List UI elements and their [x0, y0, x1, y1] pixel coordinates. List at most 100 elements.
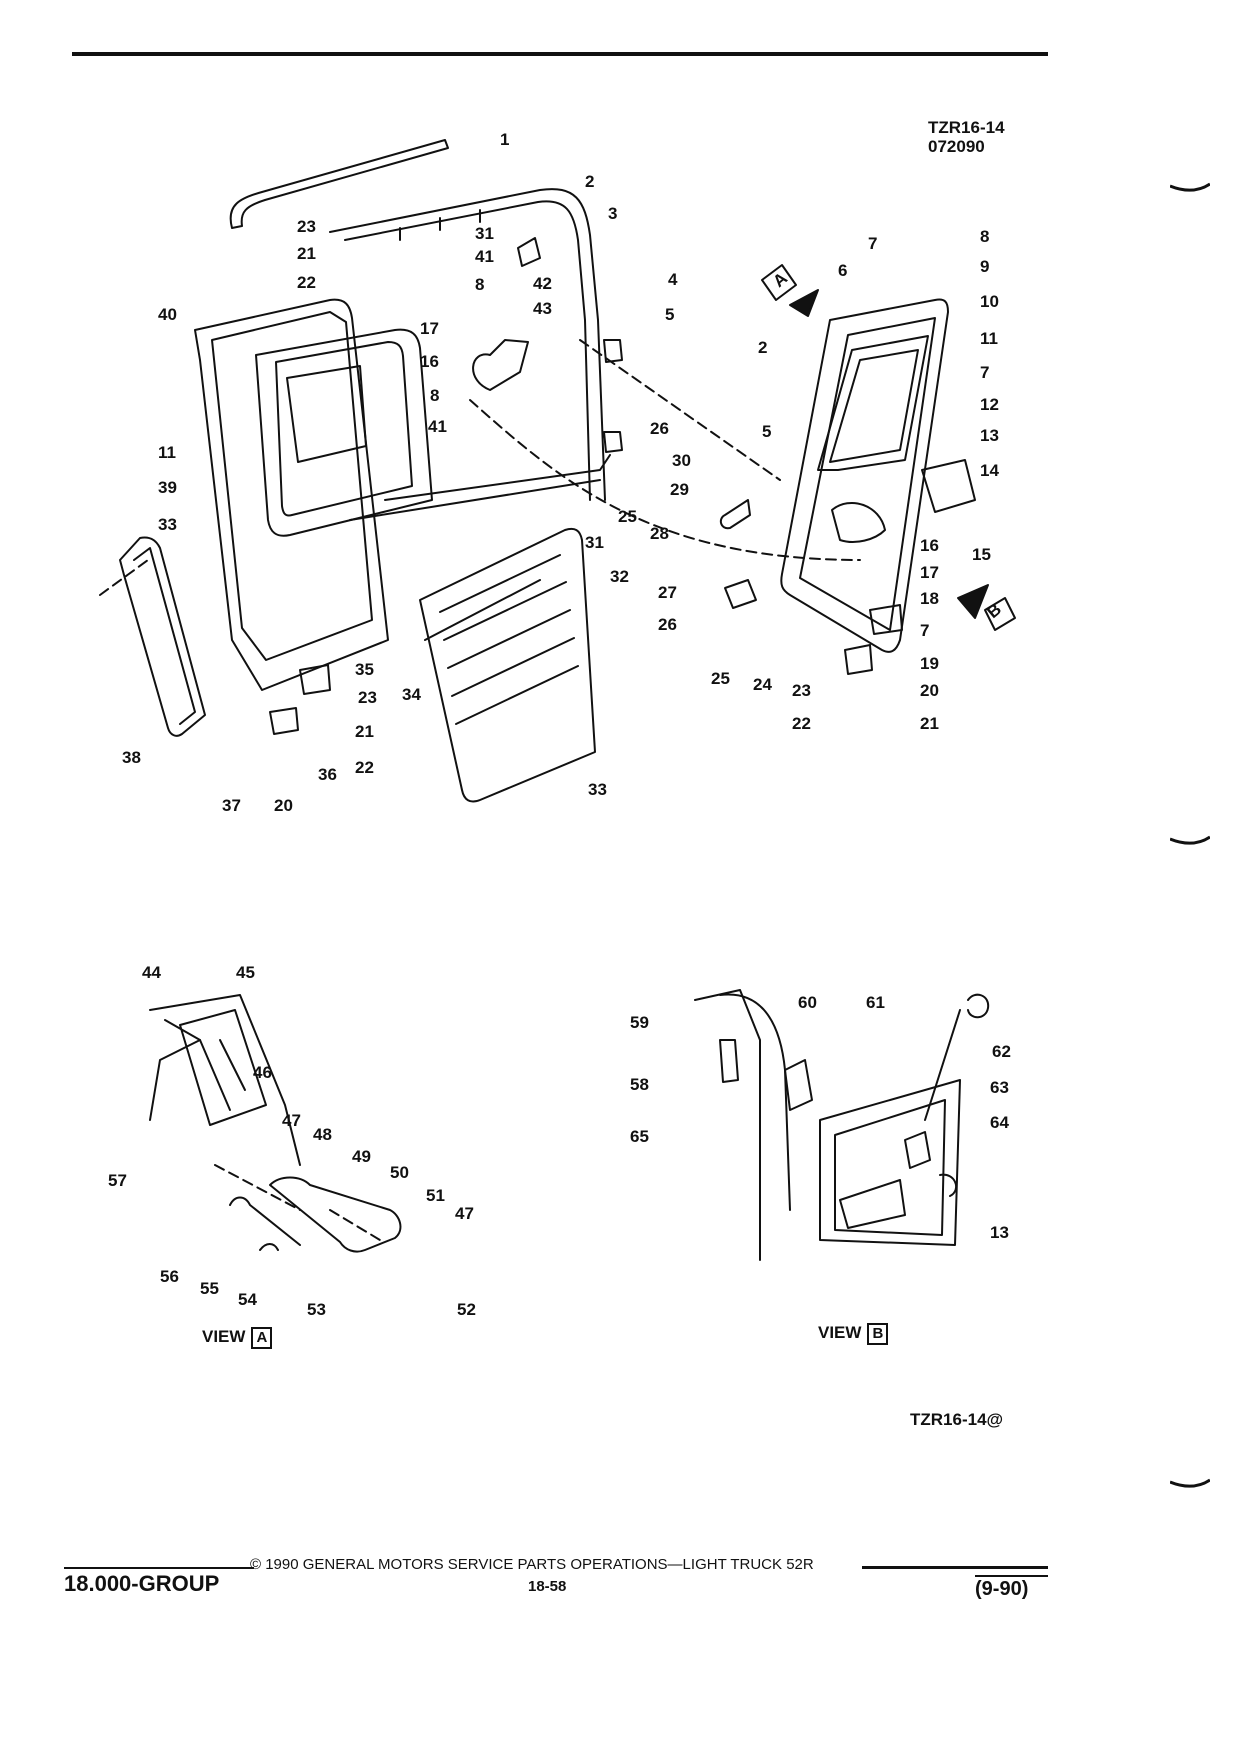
callout-17: 17	[920, 563, 939, 582]
callout-22: 22	[792, 714, 811, 733]
callout-65: 65	[630, 1127, 649, 1146]
callout-54: 54	[238, 1290, 257, 1309]
callout-47: 47	[282, 1111, 301, 1130]
callout-10: 10	[980, 292, 999, 311]
callout-43: 43	[533, 299, 552, 318]
callout-59: 59	[630, 1013, 649, 1032]
callout-28: 28	[650, 524, 669, 543]
callout-40: 40	[158, 305, 177, 324]
callout-42: 42	[533, 274, 552, 293]
binder-mark-1	[1169, 182, 1211, 196]
top-rule	[72, 52, 1048, 56]
diagram-date-code: 072090	[928, 137, 985, 156]
callout-23b: 23	[358, 688, 377, 707]
callout-56: 56	[160, 1267, 179, 1286]
callout-31b: 31	[475, 224, 494, 243]
callout-41b: 41	[428, 417, 447, 436]
van-body-linework	[99, 139, 1016, 1261]
footer-page-number: 18-58	[528, 1578, 567, 1595]
callout-49: 49	[352, 1147, 371, 1166]
callout-21: 21	[920, 714, 939, 733]
callout-22c: 22	[297, 273, 316, 292]
callout-16b: 16	[420, 352, 439, 371]
callout-41: 41	[475, 247, 494, 266]
diagram-code: TZR16-14	[928, 118, 1005, 137]
callout-47b: 47	[455, 1204, 474, 1223]
callout-20b: 20	[274, 796, 293, 815]
callout-8c: 8	[430, 386, 439, 405]
callout-30: 30	[672, 451, 691, 470]
callout-16: 16	[920, 536, 939, 555]
callout-17b: 17	[420, 319, 439, 338]
callout-7: 7	[868, 234, 877, 253]
callout-35: 35	[355, 660, 374, 679]
callout-45: 45	[236, 963, 255, 982]
callout-32: 32	[610, 567, 629, 586]
footer-rule-left	[64, 1567, 254, 1569]
callout-15: 15	[972, 545, 991, 564]
callout-2b: 2	[758, 338, 767, 357]
callout-37: 37	[222, 796, 241, 815]
callout-1: 1	[500, 130, 509, 149]
callout-24: 24	[753, 675, 772, 694]
callout-33: 33	[588, 780, 607, 799]
callout-26: 26	[658, 615, 677, 634]
footer-group: 18.000-GROUP	[64, 1571, 220, 1596]
footer-copyright: © 1990 GENERAL MOTORS SERVICE PARTS OPER…	[250, 1556, 814, 1573]
callout-4: 4	[668, 270, 678, 289]
footer-rule-right	[862, 1566, 1048, 1569]
view-a-box: A	[251, 1327, 273, 1349]
callout-33b: 33	[158, 515, 177, 534]
callout-36: 36	[318, 765, 337, 784]
callout-26b: 26	[650, 419, 669, 438]
callout-52: 52	[457, 1300, 476, 1319]
callout-5b: 5	[762, 422, 771, 441]
callout-8: 8	[980, 227, 989, 246]
callout-6: 6	[838, 261, 847, 280]
callout-21c: 21	[297, 244, 316, 263]
callout-38: 38	[122, 748, 141, 767]
callout-53: 53	[307, 1300, 326, 1319]
callout-25: 25	[711, 669, 730, 688]
callout-27: 27	[658, 583, 677, 602]
callout-21b: 21	[355, 722, 374, 741]
footer-date: (9-90)	[975, 1578, 1029, 1600]
callout-31: 31	[585, 533, 604, 552]
footer-rule-date	[975, 1575, 1048, 1577]
view-b-box: B	[867, 1323, 889, 1345]
callout-18: 18	[920, 589, 939, 608]
callout-14: 14	[980, 461, 999, 480]
callout-19: 19	[920, 654, 939, 673]
callout-22b: 22	[355, 758, 374, 777]
callout-7c: 7	[920, 621, 929, 640]
callout-60: 60	[798, 993, 817, 1012]
callout-34: 34	[402, 685, 421, 704]
figure-ref: TZR16-14@	[910, 1410, 1004, 1429]
callout-39: 39	[158, 478, 177, 497]
callout-55: 55	[200, 1279, 219, 1298]
callout-64: 64	[990, 1113, 1009, 1132]
callout-23: 23	[792, 681, 811, 700]
callout-2: 2	[585, 172, 594, 191]
callout-13: 13	[980, 426, 999, 445]
callout-7b: 7	[980, 363, 989, 382]
callout-58: 58	[630, 1075, 649, 1094]
callout-51: 51	[426, 1186, 445, 1205]
callout-61: 61	[866, 993, 885, 1012]
callout-8b: 8	[475, 275, 484, 294]
callout-11b: 11	[158, 443, 176, 462]
callout-9: 9	[980, 257, 989, 276]
callout-63: 63	[990, 1078, 1009, 1097]
callout-62: 62	[992, 1042, 1011, 1061]
callout-46: 46	[253, 1063, 272, 1082]
callout-29: 29	[670, 480, 689, 499]
callout-23c: 23	[297, 217, 316, 236]
callout-44: 44	[142, 963, 161, 982]
callout-57: 57	[108, 1171, 127, 1190]
marker-b: B	[983, 600, 1005, 622]
callout-13b: 13	[990, 1223, 1009, 1242]
callout-25b: 25	[618, 507, 637, 526]
